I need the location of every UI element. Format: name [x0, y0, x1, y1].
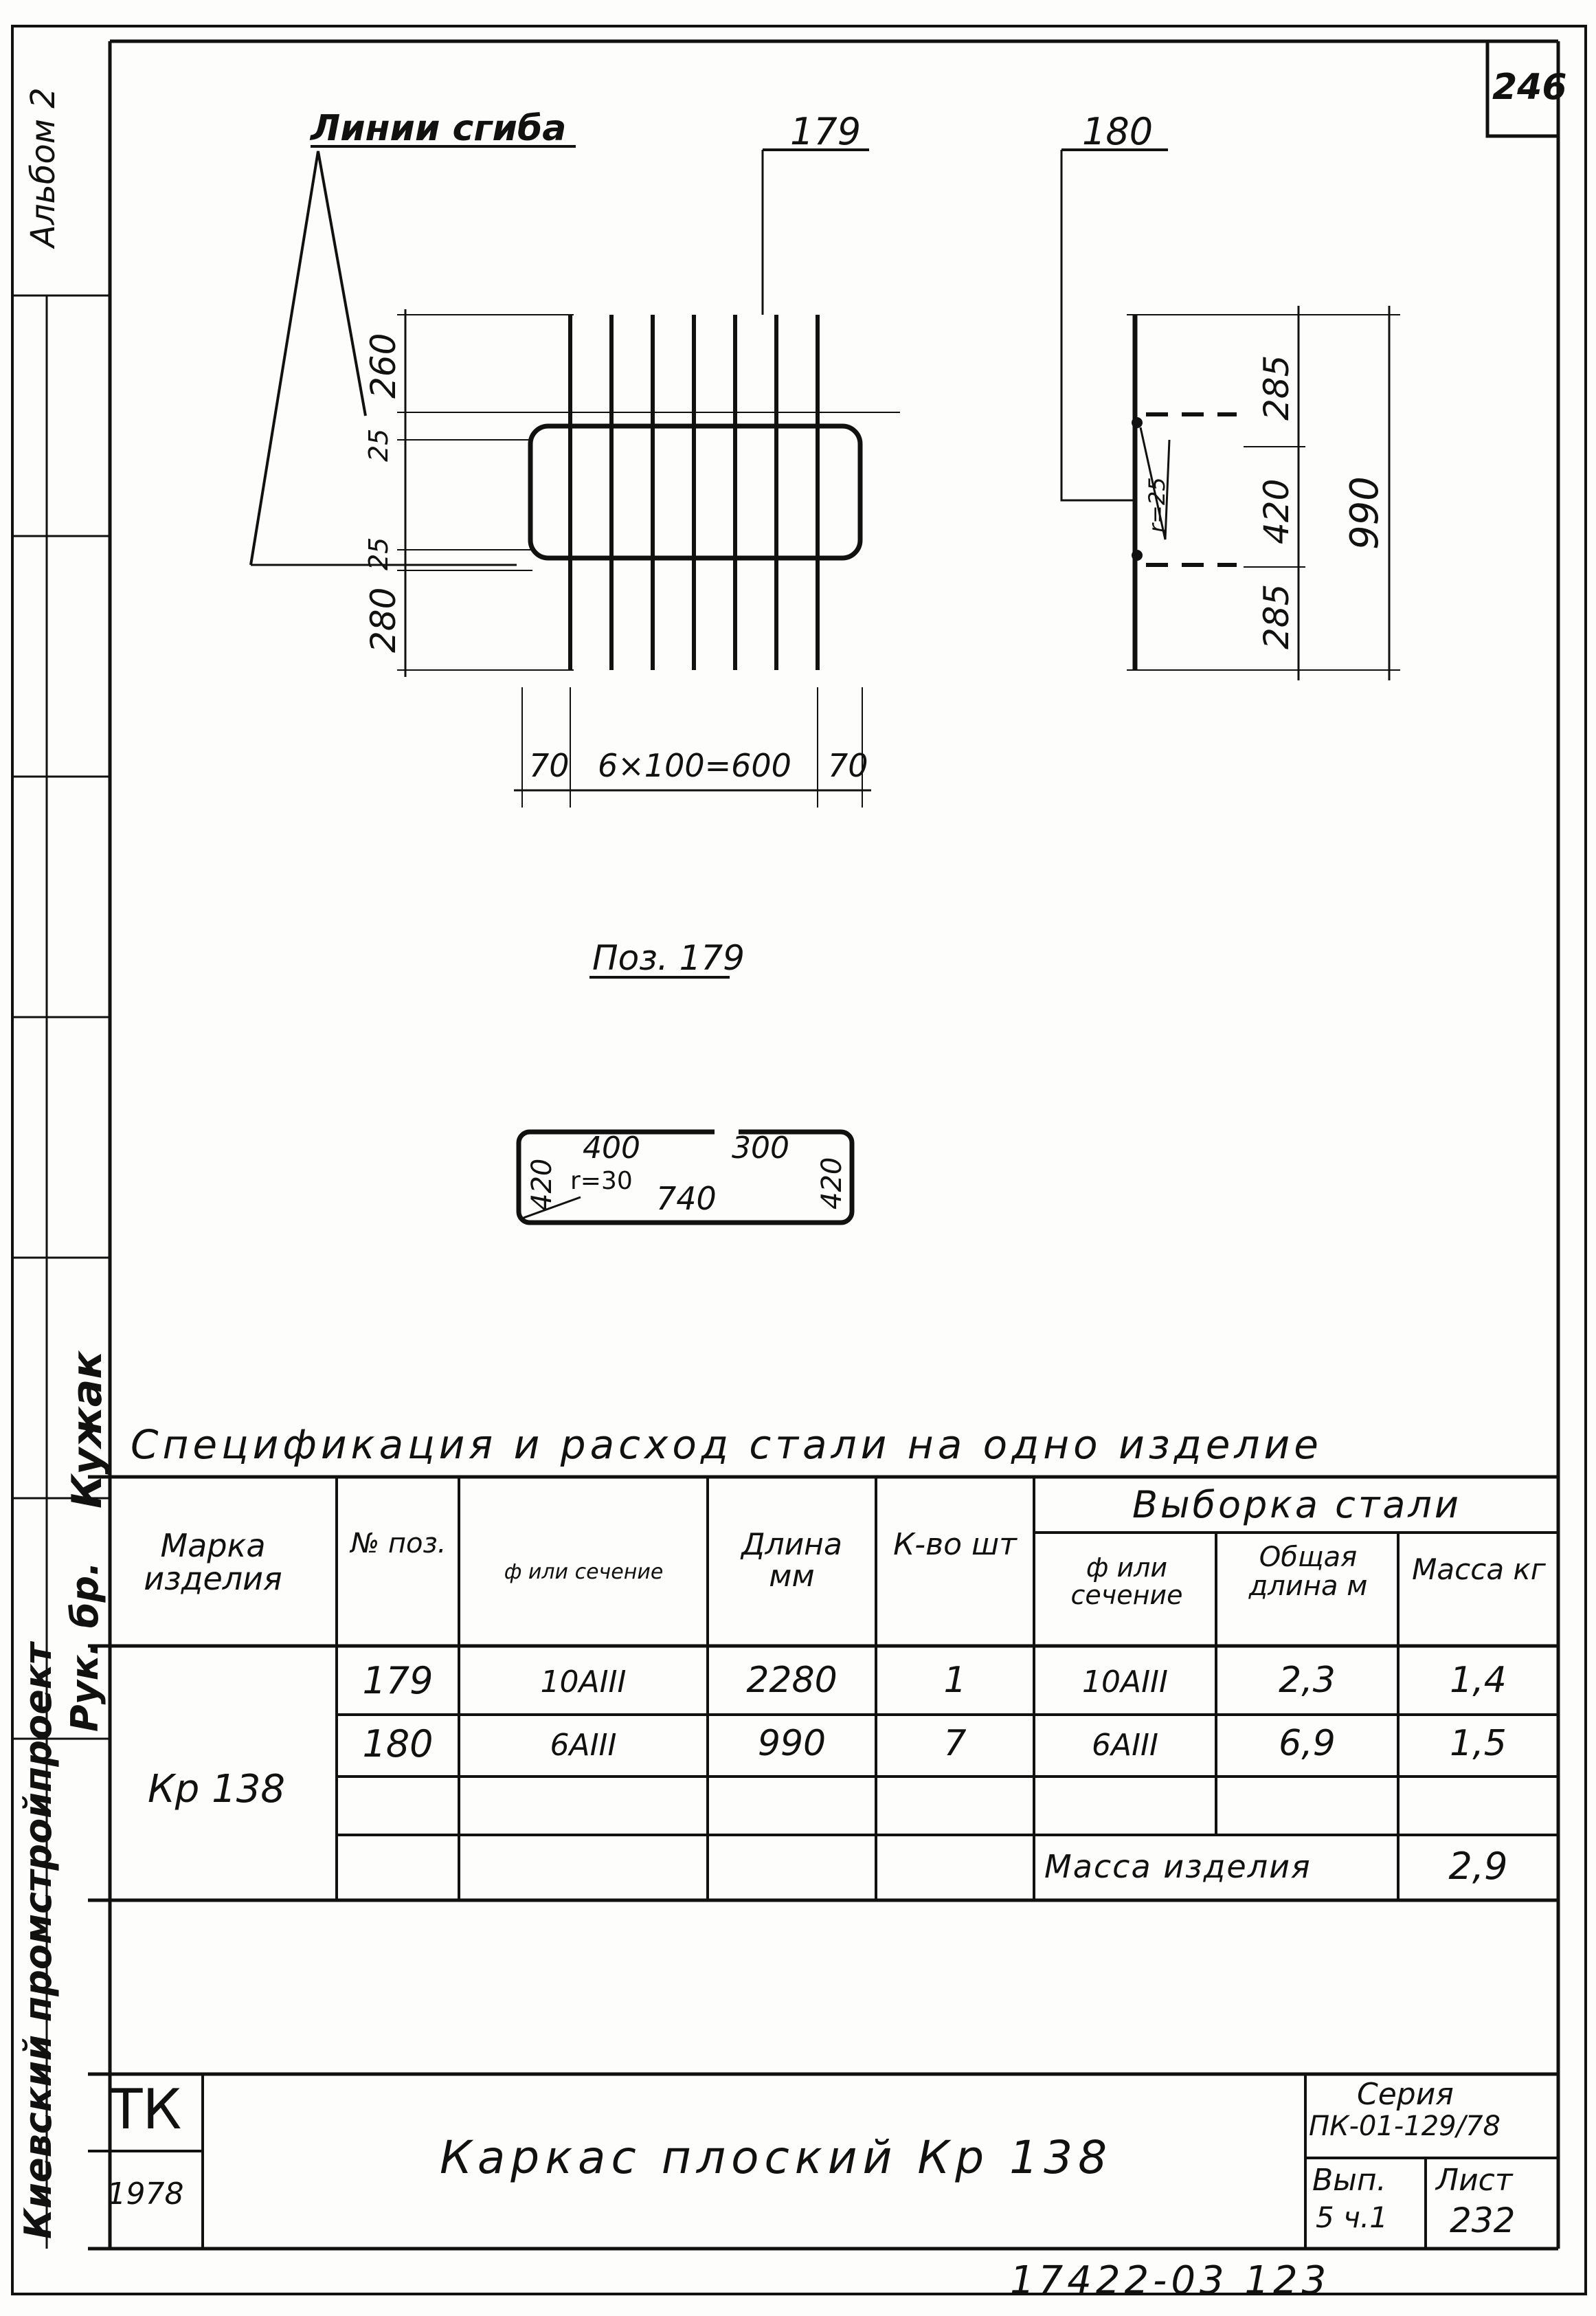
header-qty: К-во шт	[893, 1527, 1017, 1562]
spec-mark: Кр 138	[148, 1767, 285, 1812]
header-length: Длина мм	[741, 1527, 842, 1594]
bend-point	[1132, 417, 1143, 428]
bend-point	[1132, 550, 1143, 561]
dim-25-bottom: 25	[363, 537, 394, 570]
row2-sel-total: 6,9	[1279, 1723, 1336, 1764]
drawing-title: Каркас плоский Кр 138	[440, 2131, 1113, 2184]
row2-sel-mass: 1,5	[1450, 1723, 1507, 1764]
callout-180: 180	[1082, 110, 1154, 153]
radius-leader	[1139, 427, 1171, 540]
dim-420: 420	[1257, 478, 1296, 544]
dim-260: 260	[363, 333, 403, 399]
row2-section: 6AIII	[550, 1728, 617, 1763]
row1-qty: 1	[943, 1660, 967, 1701]
total-mass-value: 2,9	[1448, 1845, 1508, 1888]
dim-420-right: 420	[816, 1157, 848, 1210]
row2-sel-section: 6AIII	[1091, 1728, 1159, 1763]
series-label: Серия	[1357, 2077, 1454, 2112]
transverse-bars	[568, 315, 820, 670]
header-selection: Выборка стали	[1132, 1483, 1462, 1526]
closed-loop-bar-179	[528, 423, 863, 561]
bend-line-leader	[249, 151, 367, 566]
header-sel-total: Общая длина м	[1248, 1541, 1368, 1602]
sheet-number-box	[1485, 41, 1558, 138]
dim-280: 280	[363, 587, 403, 653]
total-mass-label: Масса изделия	[1044, 1848, 1312, 1885]
callout-180-leader	[1060, 150, 1134, 502]
dim-740: 740	[656, 1180, 717, 1217]
row2-length: 990	[757, 1723, 827, 1764]
stamp-kuzhak: Кужак	[63, 1350, 111, 1508]
issue-value: 5 ч.1	[1316, 2201, 1388, 2234]
dim-300: 300	[732, 1131, 789, 1166]
stamp-organization: Киевский промстройпроект	[16, 1643, 60, 2239]
row2-qty: 7	[943, 1723, 967, 1764]
header-sel-mass: Масса кг	[1412, 1552, 1546, 1586]
series-value: ПК-01-129/78	[1309, 2111, 1501, 2142]
header-section: ф или сечение	[504, 1560, 664, 1584]
issue-label: Вып.	[1312, 2163, 1386, 2198]
row1-length: 2280	[746, 1660, 838, 1701]
dim-420-left: 420	[526, 1158, 558, 1211]
album-stamp: Альбом 2	[24, 87, 63, 247]
row1-sel-total: 2,3	[1279, 1660, 1336, 1701]
side-view-bar-ends	[1146, 412, 1237, 567]
sheet-label: Лист	[1436, 2163, 1513, 2198]
dim-285-top: 285	[1257, 355, 1296, 421]
pos-title: Поз. 179	[592, 938, 745, 978]
dim-70-left: 70	[529, 747, 570, 784]
dim-25-top: 25	[363, 428, 394, 462]
org-code: ТК	[109, 2078, 182, 2141]
dim-spacing: 6×100=600	[598, 747, 791, 784]
bar-179-shape	[516, 1129, 855, 1225]
header-mark: Марка изделия	[144, 1527, 282, 1598]
header-sel-section: ф или сечение	[1070, 1552, 1183, 1610]
row1-pos: 179	[362, 1659, 434, 1702]
footer-number: 17422-03 123	[1010, 2258, 1331, 2303]
row2-pos: 180	[362, 1722, 434, 1766]
bend-line-label: Линии сгиба	[311, 108, 567, 149]
dim-400: 400	[583, 1131, 640, 1166]
radius-25: r=25	[1144, 477, 1170, 533]
year: 1978	[106, 2176, 184, 2212]
dim-70-right: 70	[828, 747, 868, 784]
row1-section: 10AIII	[540, 1664, 627, 1700]
spec-title: Спецификация и расход стали на одно изде…	[131, 1421, 1323, 1468]
dim-990: 990	[1342, 476, 1387, 550]
dim-285-bottom: 285	[1257, 583, 1296, 649]
sheet-value: 232	[1450, 2201, 1516, 2240]
callout-179: 179	[790, 110, 862, 153]
row1-sel-section: 10AIII	[1081, 1664, 1169, 1700]
header-pos: № поз.	[350, 1528, 447, 1559]
outer-border	[11, 25, 1587, 2295]
row1-sel-mass: 1,4	[1450, 1660, 1507, 1701]
sheet-number: 246	[1492, 67, 1567, 108]
radius-leader	[523, 1196, 581, 1219]
radius-30: r=30	[570, 1167, 633, 1195]
